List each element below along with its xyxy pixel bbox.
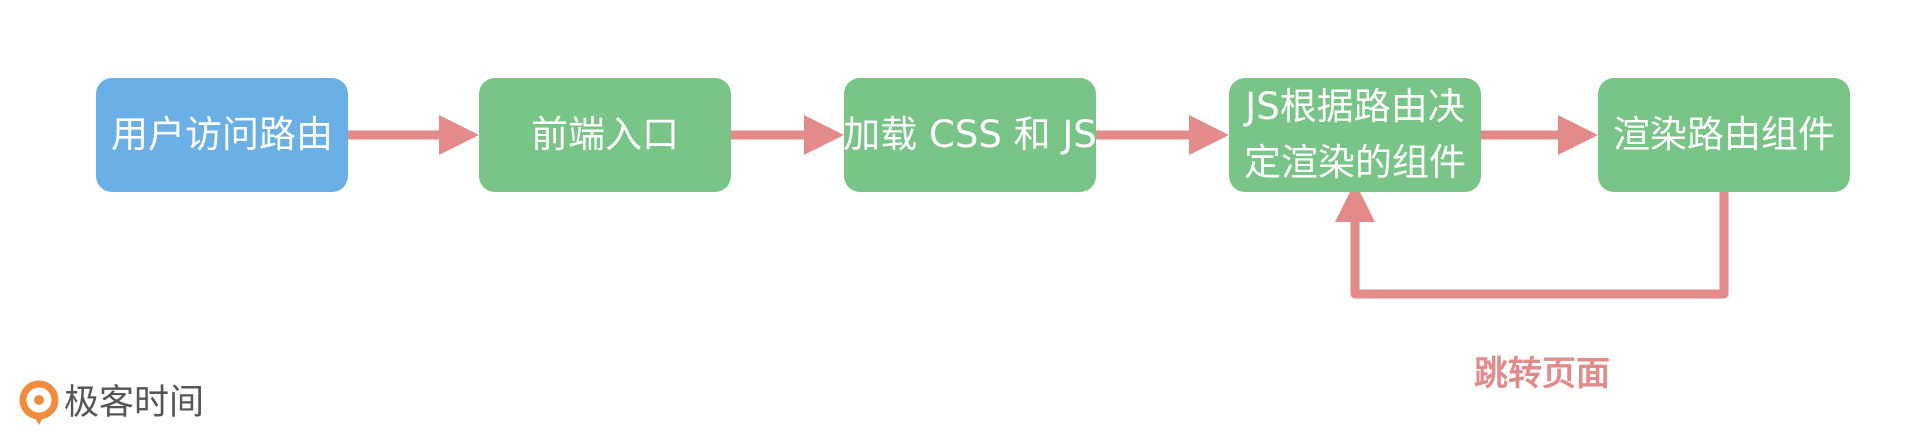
arrow-3-head: [1189, 115, 1229, 155]
node-render-component: 渲染路由组件: [1598, 78, 1850, 192]
feedback-label: 跳转页面: [1474, 354, 1610, 394]
arrow-4-head: [1558, 115, 1598, 155]
node-js-decide: JS根据路由决定渲染的组件: [1229, 78, 1481, 192]
logo-text: 极客时间: [64, 383, 205, 423]
node-user-visit: 用户访问路由: [96, 78, 348, 192]
node-load-assets: 加载 CSS 和 JS: [843, 78, 1097, 192]
logo: 极客时间: [18, 380, 204, 426]
node-frontend-entry: 前端入口: [479, 78, 731, 192]
arrow-1-head: [439, 115, 479, 155]
feedback-arrow-line: [1350, 192, 1729, 299]
feedback-arrow-head: [1335, 182, 1375, 222]
arrow-2-head: [804, 115, 844, 155]
logo-icon: [19, 380, 59, 425]
